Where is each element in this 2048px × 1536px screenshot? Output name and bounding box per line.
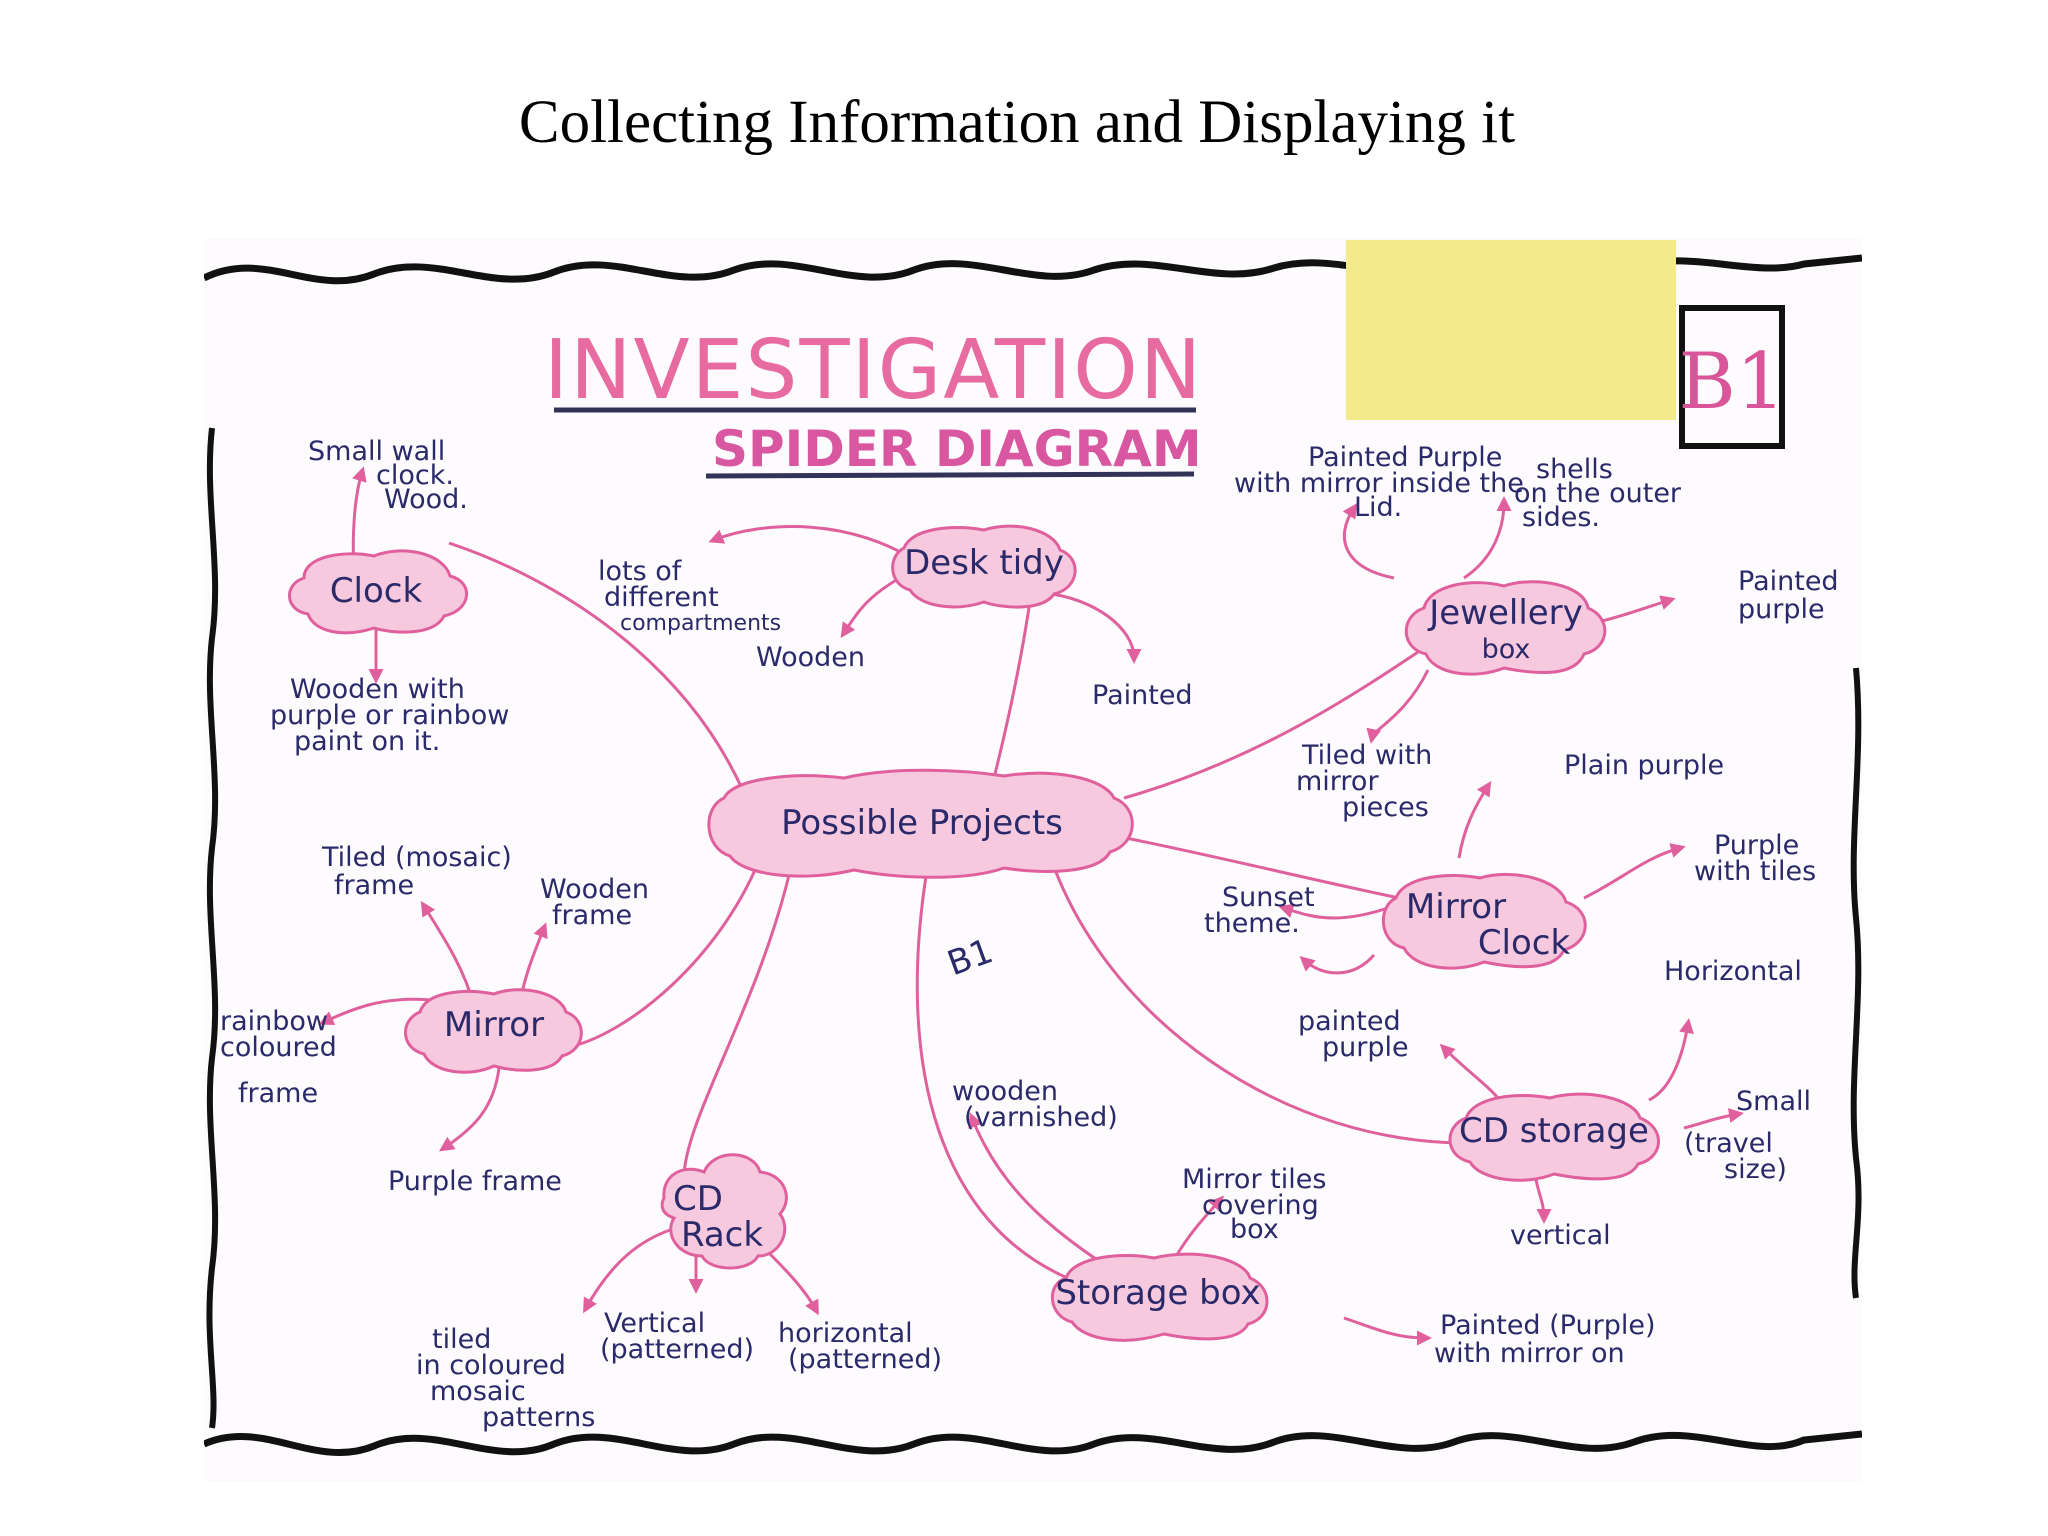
right-wavy-border <box>1850 667 1862 1299</box>
node-mirror: Mirror <box>444 1005 544 1045</box>
leaf-sbox-painted-1: Painted (Purple) <box>1440 1310 1656 1341</box>
node-storage-box: Storage box <box>1055 1273 1260 1313</box>
leaf-mirror-tiled-2: frame <box>334 870 414 901</box>
leaf-jewel-painted-purple-1: Painted <box>1738 566 1839 597</box>
leaf-mirror-wooden-2: frame <box>552 900 632 931</box>
leaf-mirror-tiled-1: Tiled (mosaic) <box>321 842 512 873</box>
leaf-clock-wooden-1: Wooden with <box>290 674 465 705</box>
leaf-sbox-mirror-2: covering <box>1202 1190 1319 1221</box>
leaf-jewel-painted-purple-2: purple <box>1738 594 1825 625</box>
leaf-mirror-wooden-1: Wooden <box>540 874 649 905</box>
cloud-mirror <box>404 988 583 1074</box>
node-mirror-clock-line2: Clock <box>1478 923 1571 963</box>
leaf-mclock-tiles-2: with tiles <box>1694 856 1816 887</box>
node-clock: Clock <box>330 571 423 611</box>
leaf-jewel-tiled-3: pieces <box>1342 792 1429 823</box>
leaf-jewel-shells-3: sides. <box>1522 502 1600 533</box>
cloud-cd-rack <box>660 1153 788 1270</box>
node-cd-rack-line2: Rack <box>681 1215 763 1255</box>
leaf-rack-horizontal-1: horizontal <box>778 1318 913 1349</box>
leaf-desk-lots-1: lots of <box>598 556 683 587</box>
node-jewellery-line2: box <box>1482 634 1531 665</box>
cloud-mirror-clock <box>1382 872 1587 970</box>
leaf-cds-vertical: vertical <box>1510 1220 1611 1251</box>
leaf-clock-small-3: Wood. <box>384 484 468 515</box>
leaf-mclock-sunset-1: Sunset <box>1222 882 1315 913</box>
leaf-rack-tiled-2: in coloured <box>416 1350 566 1381</box>
leaf-jewel-painted-mirror-3: Lid. <box>1354 492 1402 523</box>
leaf-rack-tiled-1: tiled <box>432 1324 491 1355</box>
leaf-clock-small-2: clock. <box>376 460 454 491</box>
node-desk-tidy: Desk tidy <box>904 543 1064 583</box>
cloud-jewellery <box>1404 580 1607 676</box>
node-mirror-clock-line1: Mirror <box>1406 887 1506 927</box>
slide-title: Collecting Information and Displaying it <box>518 89 1516 156</box>
leaf-jewel-painted-mirror-1: Painted Purple <box>1308 442 1502 473</box>
leaf-desk-lots-3: compartments <box>620 611 781 636</box>
leaf-desk-lots-2: different <box>604 582 719 613</box>
leaf-sbox-wooden-2: (varnished) <box>964 1102 1118 1133</box>
leaf-clock-wooden-3: paint on it. <box>294 726 440 757</box>
node-cd-storage: CD storage <box>1459 1111 1649 1151</box>
leaf-sbox-wooden-1: wooden <box>952 1076 1058 1107</box>
leaf-clock-small-1: Small wall <box>308 436 445 467</box>
node-jewellery-line1: Jewellery <box>1427 593 1583 633</box>
leaf-cds-horizontal: Horizontal <box>1664 956 1802 987</box>
cloud-possible-projects <box>707 768 1134 879</box>
badge-box <box>1679 305 1785 449</box>
leaf-mclock-plain: Plain purple <box>1564 750 1724 781</box>
leaf-sbox-mirror-3: box <box>1230 1214 1279 1245</box>
leaf-mclock-tiles-1: Purple <box>1714 830 1799 861</box>
leaf-rack-vertical-1: Vertical <box>604 1308 705 1339</box>
bottom-wavy-border <box>204 1430 1862 1457</box>
node-possible-projects: Possible Projects <box>781 803 1063 843</box>
leaf-jewel-shells-2: on the outer <box>1514 478 1682 509</box>
leaf-mclock-sunset-2: theme. <box>1204 908 1300 939</box>
investigation-heading: INVESTIGATION <box>544 323 1203 418</box>
leaf-sbox-painted-2: with mirror on <box>1434 1338 1625 1369</box>
leaf-cds-painted-1: painted <box>1298 1006 1401 1037</box>
leaf-rack-horizontal-2: (patterned) <box>788 1344 942 1375</box>
badge-label: B1 <box>1679 337 1786 427</box>
leaf-jewel-tiled-1: Tiled with <box>1301 740 1432 771</box>
leaf-rack-tiled-4: patterns <box>482 1402 595 1433</box>
node-cd-rack-line1: CD <box>673 1179 723 1219</box>
leaf-desk-wooden: Wooden <box>756 642 865 673</box>
leaf-rack-tiled-3: mosaic <box>430 1376 526 1407</box>
leaf-mirror-purple: Purple frame <box>388 1166 562 1197</box>
leaf-mirror-rainbow-2: coloured <box>220 1032 337 1063</box>
leaf-cds-small: Small <box>1736 1086 1811 1117</box>
spider-diagram-sheet: B1 INVESTIGATION SPIDER DIAGRAM <box>204 238 1862 1482</box>
subheading-underline <box>705 471 1195 479</box>
cloud-clock <box>288 549 468 635</box>
cloud-storage-box <box>1050 1252 1269 1342</box>
cloud-desk-tidy <box>891 524 1077 609</box>
leaf-jewel-shells-1: shells <box>1536 454 1613 485</box>
leaf-cds-painted-2: purple <box>1322 1032 1409 1063</box>
leaf-mirror-rainbow-3: frame <box>238 1078 318 1109</box>
leaf-cds-travel-1: (travel <box>1684 1128 1773 1159</box>
cloud-cd-storage <box>1448 1092 1660 1182</box>
spider-diagram-subheading: SPIDER DIAGRAM <box>712 420 1202 478</box>
sticky-note <box>1346 240 1676 420</box>
leaf-mirror-rainbow-1: rainbow <box>220 1006 328 1037</box>
leaf-rack-vertical-2: (patterned) <box>600 1334 754 1365</box>
leaf-jewel-painted-mirror-2: with mirror inside the <box>1234 468 1524 499</box>
leaf-sbox-mirror-1: Mirror tiles <box>1182 1164 1326 1195</box>
left-wavy-border <box>206 427 219 1429</box>
leaf-desk-painted: Painted <box>1092 680 1193 711</box>
leaf-clock-wooden-2: purple or rainbow <box>270 700 509 731</box>
leaf-jewel-tiled-2: mirror <box>1296 766 1379 797</box>
leaf-cds-travel-2: size) <box>1724 1154 1787 1185</box>
